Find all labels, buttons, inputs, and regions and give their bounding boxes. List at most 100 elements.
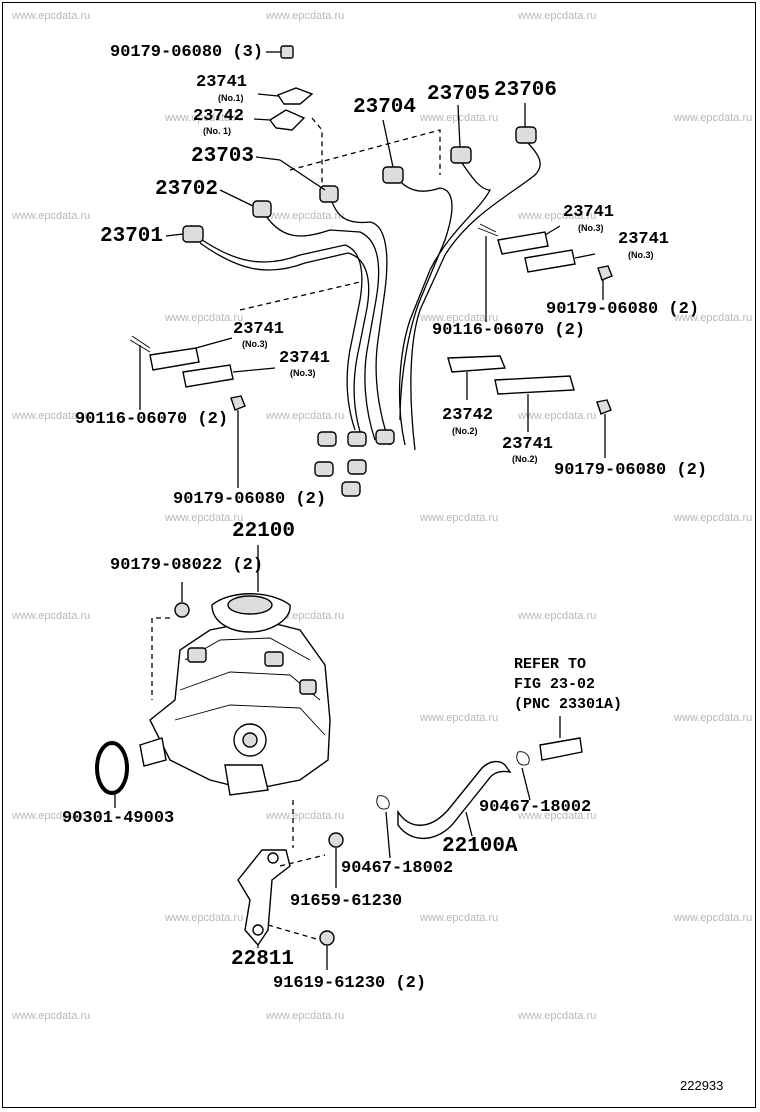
label-no3-e: (No.3) <box>290 368 316 378</box>
nut-90179-06080-top[interactable] <box>280 45 294 59</box>
nut-90179-06080-right[interactable] <box>597 265 613 281</box>
pipe-23706-end[interactable] <box>515 126 537 144</box>
watermark: www.epcdata.ru <box>420 912 499 924</box>
watermark: www.epcdata.ru <box>266 210 345 222</box>
clamp-23741-no3-right-a[interactable] <box>497 231 549 255</box>
label-23741-no3-c: 23741 <box>618 230 670 249</box>
pipe-23704-end[interactable] <box>382 166 404 184</box>
watermark: www.epcdata.ru <box>266 810 345 822</box>
label-90179-08022: 90179-08022 (2) <box>110 556 264 575</box>
label-91619-61230: 91619-61230 (2) <box>273 974 427 993</box>
label-23701: 23701 <box>100 225 164 248</box>
label-90179-06080-left: 90179-06080 (2) <box>173 490 327 509</box>
watermark: www.epcdata.ru <box>165 312 244 324</box>
clip-23741-no1[interactable] <box>276 87 314 105</box>
bracket-22811[interactable] <box>237 849 291 947</box>
label-90467-18002-upper: 90467-18002 <box>479 798 592 817</box>
injection-pipe-bundle[interactable] <box>194 139 541 451</box>
pipe-23705-end[interactable] <box>450 146 472 164</box>
watermark: www.epcdata.ru <box>674 912 753 924</box>
watermark: www.epcdata.ru <box>165 112 244 124</box>
watermark: www.epcdata.ru <box>518 410 597 422</box>
watermark: www.epcdata.ru <box>12 810 91 822</box>
label-no3-d: (No.3) <box>242 339 268 349</box>
clip-90467-18002-lower[interactable] <box>376 795 390 810</box>
nut-90179-08022[interactable] <box>174 602 190 618</box>
label-no2-b: (No.2) <box>452 426 478 436</box>
watermark: www.epcdata.ru <box>420 312 499 324</box>
label-22811: 22811 <box>231 948 295 971</box>
label-90179-06080-mid: 90179-06080 (2) <box>554 461 708 480</box>
clamp-23742-no2[interactable] <box>447 355 507 373</box>
label-90179-06080-top: 90179-06080 (3) <box>110 43 264 62</box>
pipe-end-bottom <box>314 461 334 477</box>
nut-91619-61230[interactable] <box>319 930 335 946</box>
label-no3-c: (No.3) <box>628 250 654 260</box>
bolt-90116-06070-right[interactable] <box>477 223 499 237</box>
watermark: www.epcdata.ru <box>12 10 91 22</box>
watermark: www.epcdata.ru <box>266 10 345 22</box>
label-23741-no3-e: 23741 <box>279 349 331 368</box>
pipe-23701-end[interactable] <box>182 225 204 243</box>
label-90116-06070-left: 90116-06070 (2) <box>75 410 229 429</box>
label-23706: 23706 <box>494 79 558 102</box>
watermark: www.epcdata.ru <box>12 210 91 222</box>
clamp-23741-no3-left-b[interactable] <box>182 364 234 388</box>
label-23742-no1: 23742 <box>193 107 245 126</box>
pipe-end-bottom <box>347 431 367 447</box>
watermark: www.epcdata.ru <box>518 810 597 822</box>
label-refer-fig: FIG 23-02 <box>514 676 596 693</box>
clamp-23741-no3-left-a[interactable] <box>149 347 200 371</box>
nut-90179-06080-left[interactable] <box>230 395 246 411</box>
label-23741-no1: 23741 <box>196 73 248 92</box>
watermark: www.epcdata.ru <box>12 410 91 422</box>
pipe-end-bottom <box>375 429 395 445</box>
label-23705: 23705 <box>427 83 491 106</box>
watermark: www.epcdata.ru <box>674 312 753 324</box>
watermark: www.epcdata.ru <box>674 112 753 124</box>
watermark: www.epcdata.ru <box>12 1010 91 1022</box>
clip-23742-no1[interactable] <box>268 109 306 131</box>
watermark: www.epcdata.ru <box>165 512 244 524</box>
label-90116-06070-right: 90116-06070 (2) <box>432 321 586 340</box>
label-22100A: 22100A <box>442 835 518 858</box>
label-no3-b: (No.3) <box>578 223 604 233</box>
watermark: www.epcdata.ru <box>165 912 244 924</box>
label-23702: 23702 <box>155 178 219 201</box>
label-no1-b: (No. 1) <box>203 126 231 136</box>
clamp-23741-no3-right-b[interactable] <box>524 249 576 273</box>
watermark: www.epcdata.ru <box>266 1010 345 1022</box>
clamp-23741-no2[interactable] <box>494 375 575 395</box>
nut-91659-61230[interactable] <box>328 832 344 848</box>
label-refer-pnc: (PNC 23301A) <box>514 696 623 713</box>
label-23704: 23704 <box>353 96 417 119</box>
label-23741-no3-b: 23741 <box>563 203 615 222</box>
nut-90179-06080-mid[interactable] <box>596 399 612 415</box>
pipe-23702-end[interactable] <box>252 200 272 218</box>
label-refer-to: REFER TO <box>514 656 587 673</box>
label-23703: 23703 <box>191 145 255 168</box>
watermark: www.epcdata.ru <box>674 512 753 524</box>
pipe-refer-fig-23-02[interactable] <box>539 737 583 761</box>
watermark: www.epcdata.ru <box>518 1010 597 1022</box>
pipe-end-bottom <box>341 481 361 497</box>
injection-pump-22100[interactable] <box>139 593 331 796</box>
label-22100: 22100 <box>232 520 296 543</box>
label-90301-49003: 90301-49003 <box>62 809 175 828</box>
label-no1: (No.1) <box>218 93 244 103</box>
watermark: www.epcdata.ru <box>518 210 597 222</box>
hose-22100A[interactable] <box>397 760 512 840</box>
label-90179-06080-right: 90179-06080 (2) <box>546 300 700 319</box>
watermark: www.epcdata.ru <box>674 712 753 724</box>
label-90467-18002-lower: 90467-18002 <box>341 859 454 878</box>
watermark: www.epcdata.ru <box>518 610 597 622</box>
label-23741-no2: 23741 <box>502 435 554 454</box>
label-no2-f: (No.2) <box>512 454 538 464</box>
watermark: www.epcdata.ru <box>266 410 345 422</box>
watermark: www.epcdata.ru <box>420 712 499 724</box>
o-ring-90301-49003[interactable] <box>95 741 129 795</box>
clip-90467-18002-upper[interactable] <box>516 751 530 766</box>
